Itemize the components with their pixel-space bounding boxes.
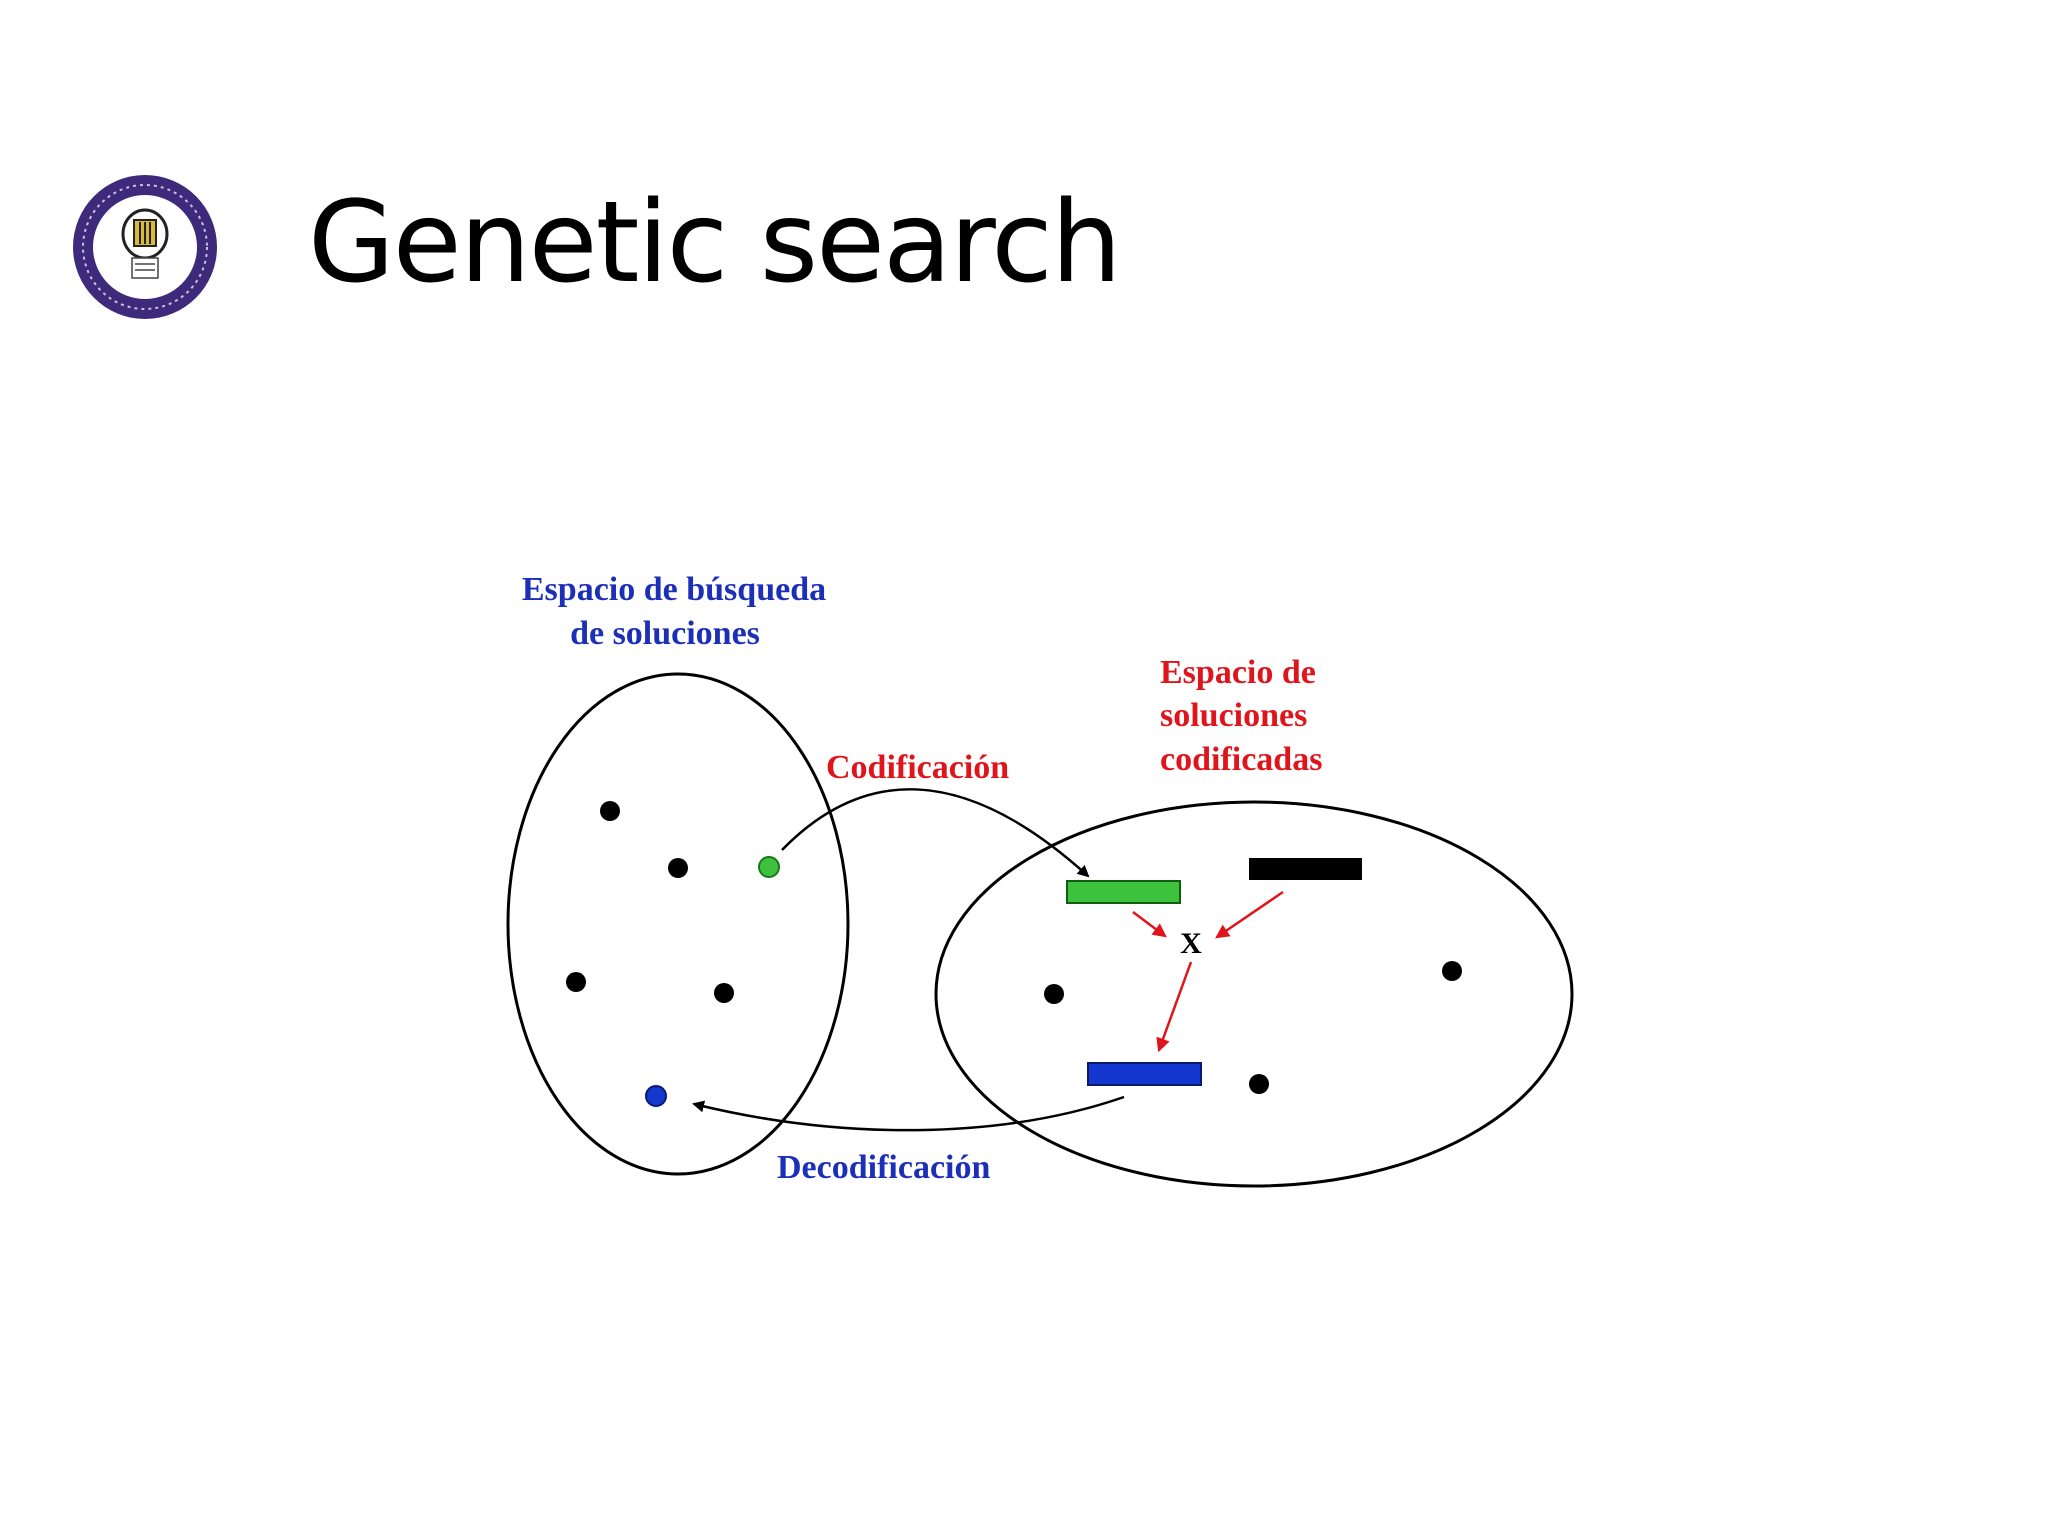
crossover-arrow-to-blue bbox=[1156, 961, 1193, 1053]
encoded-space-label-line-3: codificadas bbox=[1160, 741, 1322, 778]
solution-point bbox=[668, 858, 688, 878]
university-seal-icon bbox=[73, 175, 217, 319]
crossover-arrow-from-green bbox=[1132, 911, 1167, 938]
green-solution-point bbox=[758, 856, 780, 878]
seal-motto-plate bbox=[131, 257, 159, 279]
black-chromosome-bar bbox=[1249, 858, 1362, 880]
solution-point bbox=[600, 801, 620, 821]
encoded-space-ellipse bbox=[934, 800, 1574, 1188]
decode-arrow bbox=[692, 1095, 1125, 1132]
solution-point bbox=[714, 983, 734, 1003]
blue-solution-point bbox=[645, 1085, 667, 1107]
encoded-point bbox=[1044, 984, 1064, 1004]
encode-arrow bbox=[781, 788, 1090, 878]
search-space-label-line-2: de soluciones bbox=[570, 615, 760, 652]
encoded-point bbox=[1442, 961, 1462, 981]
search-space-label-line-1: Espacio de búsqueda bbox=[522, 571, 826, 608]
solution-point bbox=[566, 972, 586, 992]
crossover-symbol: X bbox=[1180, 927, 1202, 960]
search-space-ellipse bbox=[506, 672, 850, 1176]
blue-chromosome-bar bbox=[1087, 1062, 1202, 1086]
crossover-arrow-from-black bbox=[1215, 890, 1284, 939]
encode-label: Codificación bbox=[826, 749, 1009, 786]
seal-lettering-ring bbox=[82, 184, 208, 310]
decode-label: Decodificación bbox=[777, 1149, 990, 1186]
slide-title: Genetic search bbox=[308, 178, 1122, 308]
green-chromosome-bar bbox=[1066, 880, 1181, 904]
encoded-point bbox=[1249, 1074, 1269, 1094]
encoded-space-label-line-1: Espacio de bbox=[1160, 654, 1316, 691]
encoded-space-label-line-2: soluciones bbox=[1160, 697, 1307, 734]
